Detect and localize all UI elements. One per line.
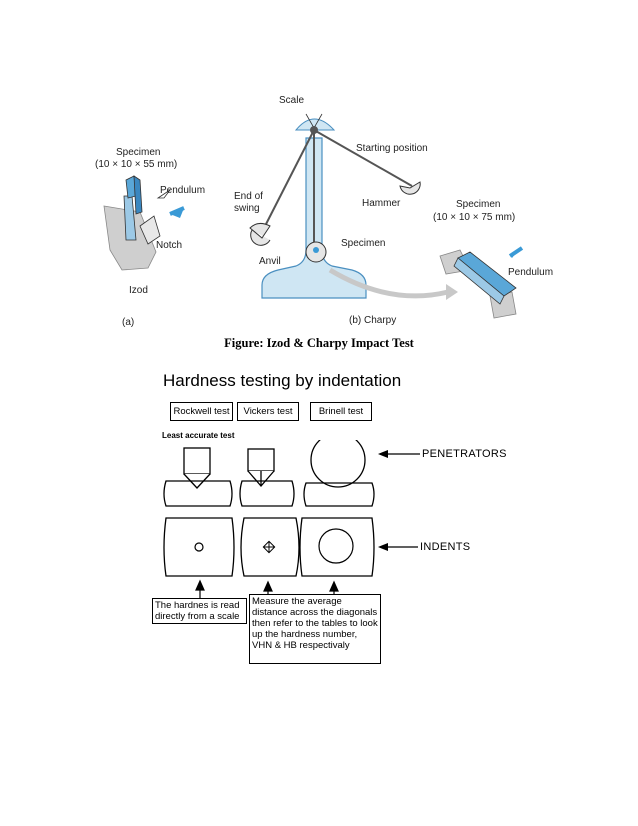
part-b-label: (b) Charpy — [349, 315, 396, 326]
vickers-test-box: Vickers test — [237, 402, 299, 421]
brinell-indent — [318, 528, 354, 564]
notch-label: Notch — [156, 240, 182, 251]
starting-position-label: Starting position — [356, 143, 428, 154]
specimen-right-dims: (10 × 10 × 75 mm) — [433, 212, 515, 223]
charpy-apparatus — [249, 113, 458, 300]
least-accurate-label: Least accurate test — [162, 431, 235, 440]
impact-test-figure: Specimen (10 × 10 × 55 mm) Pendulum Notc… — [95, 95, 553, 328]
charpy-specimen-detail — [439, 246, 524, 319]
part-a-label: (a) — [122, 317, 134, 328]
pendulum-right-label: Pendulum — [508, 267, 553, 278]
rockwell-indent — [194, 542, 204, 552]
izod-label: Izod — [129, 285, 148, 296]
indents-label: INDENTS — [420, 541, 471, 553]
rockwell-test-box: Rockwell test — [170, 402, 233, 421]
penetrators-label: PENETRATORS — [422, 448, 507, 460]
brinell-penetrator — [310, 440, 366, 488]
pendulum-left-label: Pendulum — [160, 185, 205, 196]
rockwell-note: The hardnes is read directly from a scal… — [152, 598, 247, 624]
specimen-left-title: Specimen — [116, 147, 160, 158]
specimen-center-label: Specimen — [341, 238, 385, 249]
swing-label: swing — [234, 203, 260, 214]
sample-bars — [163, 480, 375, 507]
vickers-note: Measure the average distance across the … — [249, 594, 381, 664]
specimen-right-title: Specimen — [456, 199, 500, 210]
scale-label: Scale — [279, 95, 304, 106]
specimen-left-dims: (10 × 10 × 55 mm) — [95, 159, 177, 170]
end-of-label: End of — [234, 191, 263, 202]
vickers-indent — [262, 540, 276, 554]
figure-caption: Figure: Izod & Charpy Impact Test — [224, 336, 414, 350]
anvil-label: Anvil — [259, 256, 281, 267]
izod-apparatus — [103, 175, 185, 271]
brinell-test-box: Brinell test — [310, 402, 372, 421]
vickers-penetrator — [247, 448, 275, 487]
up-arrows — [195, 579, 339, 598]
hardness-diagram — [163, 440, 420, 598]
indent-panels — [163, 517, 375, 577]
hardness-title: Hardness testing by indentation — [163, 371, 402, 390]
hammer-label: Hammer — [362, 198, 401, 209]
rockwell-penetrator — [183, 447, 211, 489]
